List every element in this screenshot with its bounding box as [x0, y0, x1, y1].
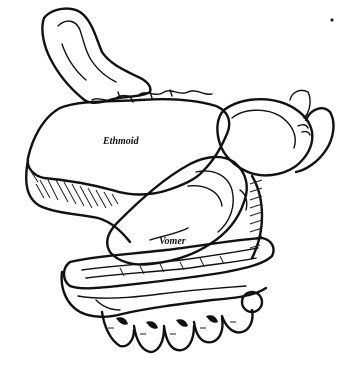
left-hatched-edge — [26, 160, 130, 242]
teeth-row — [102, 292, 262, 352]
right-hatched-edge — [240, 176, 262, 258]
speck-mark — [331, 19, 334, 22]
ethmoid-label: Ethmoid — [102, 136, 140, 147]
maxilla-outline — [62, 272, 266, 317]
vomer-label: Vomer — [159, 236, 186, 247]
frontal-process-outline — [42, 9, 150, 103]
